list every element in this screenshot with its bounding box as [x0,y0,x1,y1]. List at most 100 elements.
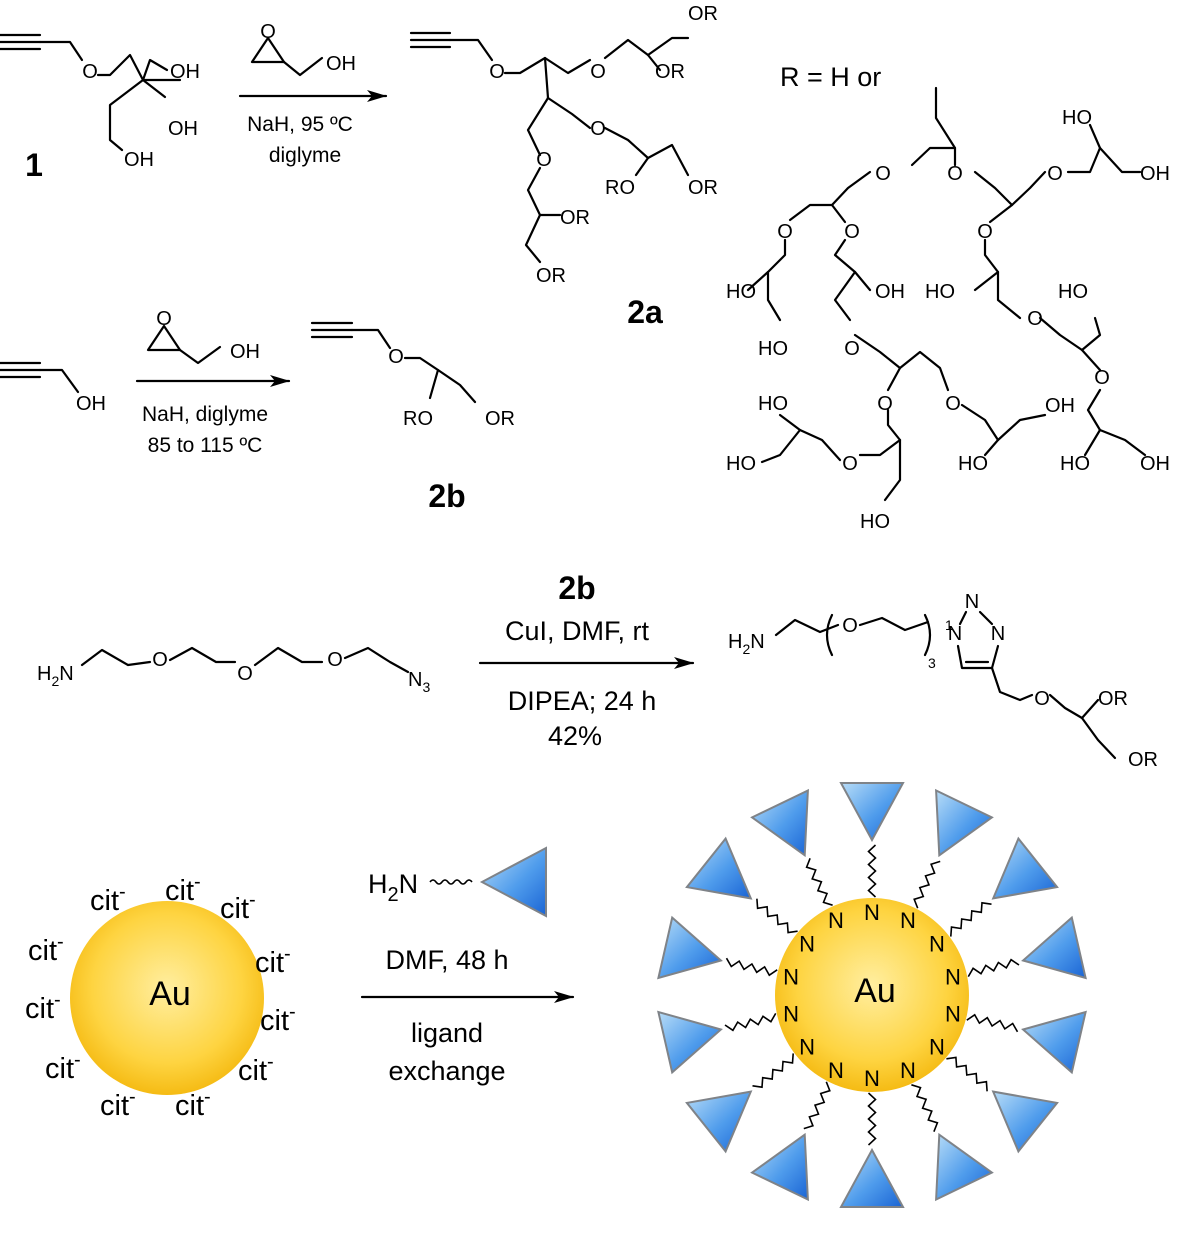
atom-label: O [156,308,172,330]
atom-label: OR [1128,749,1158,771]
atom-label: OH [326,53,356,75]
atom-label: O [1047,163,1063,185]
nitrogen-label: N [828,1058,844,1083]
wavy-tether [756,898,798,934]
atom-label: O [947,163,963,185]
wavy-tether [911,1084,939,1132]
wavy-tether [805,858,833,906]
citrate-gold-nanoparticle: Au cit- cit- cit- cit- cit- cit- cit- ci… [25,871,296,1122]
citrate-label: cit- [238,1051,274,1087]
reaction-4: H2N DMF, 48 h ligand exchange [360,846,575,1086]
citrate-label: cit- [165,871,201,907]
r-definition: R = H or [780,62,881,92]
atom-label: OR [688,3,718,25]
ligand-triangle-icon [479,846,547,918]
compound-number: 1 [25,147,43,183]
atom-label: O [590,118,606,140]
atom-label: H2N [368,869,418,906]
atom-label: HO [758,338,788,360]
atom-label: O [1034,688,1050,710]
atom-label: N3 [408,669,430,695]
atom-label: HO [1062,107,1092,129]
atom-label: O [327,649,343,671]
atom-label: O [388,346,404,368]
surface-ligand: N [750,1058,844,1202]
surface-ligand: N [945,1002,1087,1075]
wavy-tether [946,1056,988,1092]
atom-label: OR [536,265,566,287]
atom-label: O [844,221,860,243]
wavy-tether [752,1053,794,1089]
compound-number: 2b [428,478,465,514]
citrate-label: cit- [25,989,61,1025]
reaction-1: O OH NaH, 95 ºC diglyme [238,21,388,167]
atom-label: HO [925,281,955,303]
atom-label: O [260,21,276,43]
reaction-2: O OH NaH, diglyme 85 to 115 ºC [135,308,291,457]
citrate-label: cit- [45,1049,81,1085]
propargyl-alcohol: OH [0,361,106,415]
surface-ligand: N [839,1066,905,1208]
condition-text: DIPEA; 24 h [508,686,657,716]
atom-label: OH [170,61,200,83]
ligand-triangle-icon [991,1090,1059,1154]
atom-label: O [1094,367,1110,389]
nitrogen-label: N [945,965,961,990]
atom-label: OH [1140,453,1170,475]
ligand-triangle-icon [1021,1010,1087,1075]
atom-label: OH [1045,395,1075,417]
citrate-label: cit- [90,881,126,917]
nitrogen-label: N [783,1002,799,1027]
surface-ligand: N [900,788,994,933]
compound-1: O OH OH OH 1 [0,33,200,183]
ligand-triangle-icon [657,1010,723,1075]
condition-text: DMF, 48 h [385,945,508,975]
nitrogen-label: N [799,1035,815,1060]
atom-label: O [877,393,893,415]
atom-label: OR [485,408,515,430]
wavy-tether [913,860,941,909]
atom-label: O [842,453,858,475]
reagent-label: 2b [558,570,595,606]
ligand-triangle-icon [935,1132,994,1202]
atom-label: O [842,615,858,637]
atom-label: O [777,221,793,243]
condition-text: NaH, 95 ºC [247,113,353,136]
nitrogen-label: N [929,931,945,956]
wavy-tether [724,1012,777,1032]
ligand-triangle-icon [685,1090,753,1154]
atom-label: HO [1058,281,1088,303]
atom-label: HO [726,281,756,303]
au-label: Au [149,975,191,1013]
atom-label: OH [875,281,905,303]
nitrogen-label: N [900,908,916,933]
wavy-tether [966,1013,1019,1033]
condition-text: exchange [388,1056,505,1086]
wavy-tether [967,958,1020,978]
nitrogen-label: N [864,900,880,925]
atom-label: OR [655,61,685,83]
nitrogen-label: N [799,931,815,956]
atom-label: RO [605,177,635,199]
compound-number: 2a [627,294,663,330]
compound-2a: O O OR OR O O RO OR OR OR 2a [409,3,718,330]
atom-label: N [948,623,962,645]
locant: 1 [945,617,953,633]
citrate-label: cit- [260,1001,296,1037]
citrate-label: cit- [220,889,256,925]
atom-label: OH [230,341,260,363]
atom-label: O [590,61,606,83]
atom-label: RO [403,408,433,430]
surface-ligand: N [750,788,844,933]
citrate-label: cit- [28,931,64,967]
atom-label: OH [168,118,198,140]
nitrogen-label: N [945,1002,961,1027]
ligand-triangle-icon [750,788,809,858]
atom-label: OH [1140,163,1170,185]
atom-label: O [977,221,993,243]
nitrogen-label: N [783,965,799,990]
surface-ligand: N [929,836,1059,956]
